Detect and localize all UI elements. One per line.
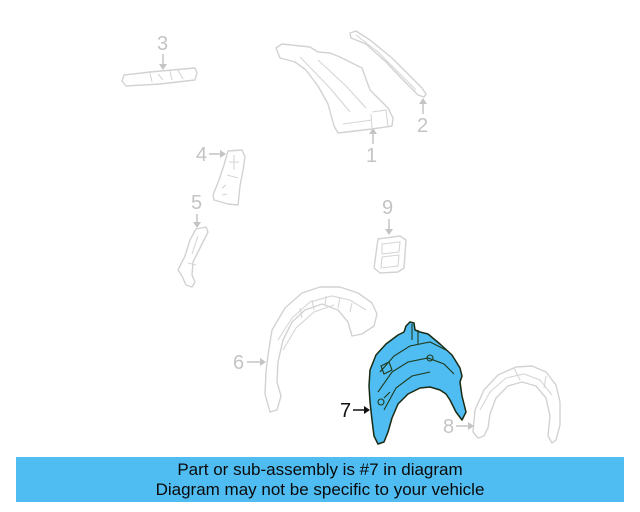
part-8: 8 xyxy=(443,365,561,444)
info-banner: Part or sub-assembly is #7 in diagram Di… xyxy=(16,457,624,502)
callout-8: 8 xyxy=(443,416,454,438)
part-9: 9 xyxy=(373,197,407,274)
part-6: 6 xyxy=(233,286,378,413)
part-3: 3 xyxy=(121,33,198,87)
callout-5: 5 xyxy=(191,192,202,214)
banner-line-disclaimer: Diagram may not be specific to your vehi… xyxy=(155,479,485,499)
callout-9: 9 xyxy=(382,197,393,219)
callout-4: 4 xyxy=(196,144,207,166)
callout-6: 6 xyxy=(233,352,244,374)
callout-3: 3 xyxy=(157,33,168,55)
banner-line-part-info: Part or sub-assembly is #7 in diagram xyxy=(177,459,463,479)
part-7-highlighted[interactable]: 7 xyxy=(340,321,467,445)
callout-2: 2 xyxy=(417,115,428,137)
part-1: 1 xyxy=(275,43,394,167)
part-5: 5 xyxy=(177,192,209,288)
part-2: 2 xyxy=(349,30,428,137)
callout-1: 1 xyxy=(366,145,377,167)
callout-7: 7 xyxy=(340,400,351,422)
part-4: 4 xyxy=(196,144,246,206)
